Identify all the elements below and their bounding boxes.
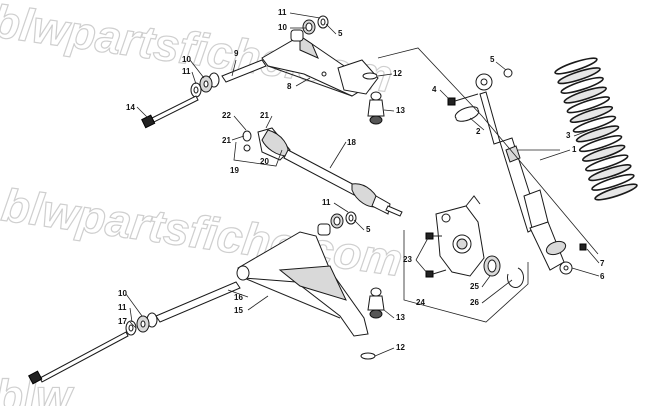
callout-13a: 13 xyxy=(396,106,405,115)
spring-coil xyxy=(560,76,604,94)
spring-coil xyxy=(581,144,626,162)
callout-13b: 13 xyxy=(396,313,405,322)
callout-15: 15 xyxy=(234,306,243,315)
callout-21a: 21 xyxy=(260,111,269,120)
upper-a-arm xyxy=(261,35,379,97)
watermark: blwpartsfiche.com blwpartsfiche.com blw xyxy=(0,0,406,406)
spring-coil xyxy=(566,96,611,114)
callout-11a: 11 xyxy=(278,8,287,17)
callout-4: 4 xyxy=(432,85,437,94)
upper-top-bushings xyxy=(290,15,329,42)
callout-9: 9 xyxy=(234,49,239,58)
callout-11c: 11 xyxy=(322,198,331,207)
spring-coil xyxy=(557,67,601,85)
lower-ball-joint xyxy=(360,287,385,360)
callout-12a: 12 xyxy=(393,69,402,78)
callout-5c: 5 xyxy=(366,225,371,234)
callout-7: 7 xyxy=(600,259,605,268)
callout-14: 14 xyxy=(126,103,135,112)
callout-6: 6 xyxy=(600,272,605,281)
callout-20: 20 xyxy=(260,157,269,166)
spring-coil xyxy=(588,164,632,182)
callout-21b: 21 xyxy=(222,136,231,145)
wheel-bearing xyxy=(483,255,524,288)
callout-10a: 10 xyxy=(278,23,287,32)
upper-pivot-tube xyxy=(190,59,267,98)
callout-2: 2 xyxy=(476,127,481,136)
spring-coil xyxy=(575,125,620,143)
spring-coil xyxy=(585,154,629,172)
callout-19: 19 xyxy=(230,166,239,175)
callout-10b: 10 xyxy=(182,55,191,64)
coil-spring xyxy=(554,57,638,201)
callout-17: 17 xyxy=(118,317,127,326)
leader-lines xyxy=(125,12,600,357)
callout-5b: 5 xyxy=(338,29,343,38)
watermark-text-bottom: blwpartsfiche.com xyxy=(0,178,406,286)
knuckle-group-box xyxy=(403,230,529,323)
spring-coil xyxy=(572,115,617,133)
spring-coil xyxy=(554,57,598,75)
callout-10c: 10 xyxy=(118,289,127,298)
callout-1: 1 xyxy=(572,145,577,154)
callout-labels: 1 2 3 4 5 5 5 6 7 8 9 10 10 10 11 11 11 … xyxy=(118,8,605,352)
spring-coil xyxy=(594,183,638,201)
callout-5a: 5 xyxy=(490,55,495,64)
shock-leader-lines xyxy=(377,47,599,255)
spring-coil xyxy=(569,105,614,124)
callout-12b: 12 xyxy=(396,343,405,352)
steering-knuckle xyxy=(425,195,485,278)
callout-8: 8 xyxy=(287,82,292,91)
callout-18: 18 xyxy=(347,138,356,147)
spring-coil xyxy=(591,173,635,191)
spring-coil xyxy=(578,134,623,153)
spring-coil xyxy=(563,86,607,104)
callout-16: 16 xyxy=(234,293,243,302)
callout-11d: 11 xyxy=(118,303,127,312)
callout-11b: 11 xyxy=(182,67,191,76)
lower-top-bushings xyxy=(317,211,357,236)
callout-3: 3 xyxy=(566,131,571,140)
upper-bolt xyxy=(141,95,199,129)
cv-axle xyxy=(242,127,403,217)
lower-bolt xyxy=(28,331,129,385)
shock-absorber xyxy=(447,68,587,275)
callout-22: 22 xyxy=(222,111,231,120)
lower-a-arm xyxy=(236,231,369,337)
lower-pivot-tube xyxy=(125,281,241,336)
callout-23: 23 xyxy=(403,255,412,264)
callout-24: 24 xyxy=(416,298,425,307)
clip-inset-box xyxy=(233,141,283,167)
callout-26: 26 xyxy=(470,298,479,307)
upper-ball-joint xyxy=(362,72,385,125)
callout-25: 25 xyxy=(470,282,479,291)
